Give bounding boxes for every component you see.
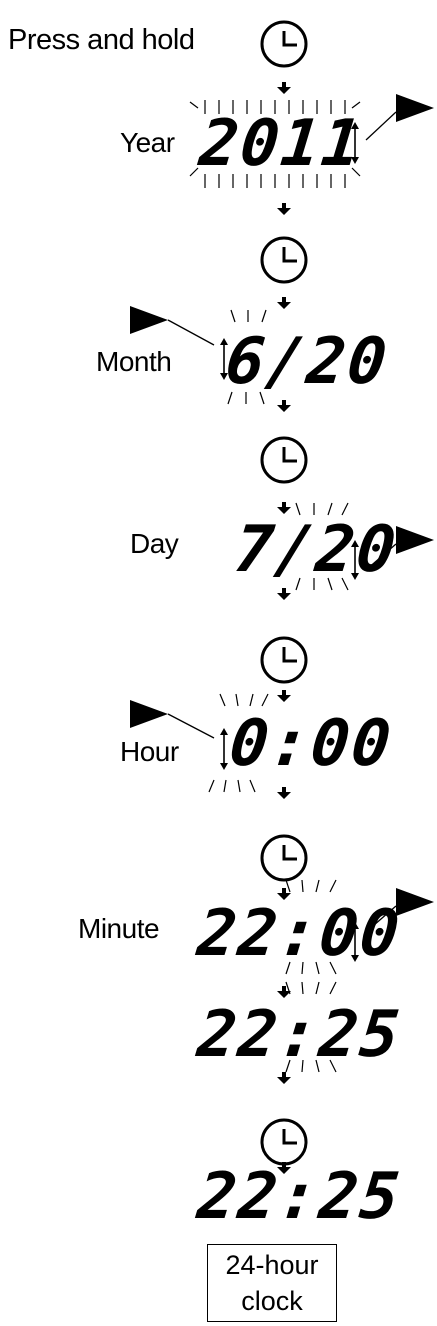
clock-button-icon [260,636,308,684]
blink-mark [301,1059,304,1073]
blink-mark [261,309,267,323]
hour-display: 0:00 [226,707,397,781]
down-arrow-icon [277,1162,291,1174]
up-down-arrow-icon [351,922,359,962]
blink-mark [315,879,320,893]
blink-mark [249,693,254,707]
blink-mark [285,981,291,995]
minute-label: Minute [78,913,160,944]
down-arrow-icon [277,400,291,412]
blink-mark [301,879,304,893]
blink-mark [329,1059,337,1073]
day-label: Day [130,528,179,559]
blink-mark [235,693,239,707]
hour-label: Hour [120,736,179,767]
clock-button-icon [260,1118,308,1166]
up-down-arrow-icon [220,338,228,380]
clock-button-icon [260,236,308,284]
year-display: 2011 [196,107,367,181]
month-display: 6/20 [222,325,393,399]
blink-mark [341,577,349,591]
blink-mark [301,981,304,995]
blink-mark [189,101,199,109]
blink-mark [351,167,361,177]
blink-mark [249,779,256,793]
blink-mark [285,879,291,893]
blink-mark [315,961,320,975]
clock-button-icon [260,834,308,882]
caption-line-1: 24-hour [225,1250,319,1280]
down-arrow-icon [277,82,291,94]
up-down-arrow-icon [220,728,228,770]
blink-mark [351,101,361,109]
blink-mark [208,779,215,793]
caption-line-2: clock [241,1286,303,1316]
blink-mark [327,577,333,591]
play-triangle-icon [130,306,168,334]
blink-mark [329,981,337,995]
play-triangle-icon [396,94,434,122]
blink-mark [223,779,227,793]
blink-mark [219,693,226,707]
down-arrow-icon [277,297,291,309]
clock-button-icon [260,436,308,484]
blink-mark [295,502,301,516]
year-label: Year [120,127,175,158]
down-arrow-icon [277,888,291,900]
down-arrow-icon [277,986,291,998]
down-arrow-icon [277,588,291,600]
month-label: Month [96,346,172,377]
blink-mark [230,309,236,323]
blink-mark [329,879,337,893]
clock-mode-caption: 24-hour clock [207,1244,337,1322]
up-down-arrow-icon [351,122,359,164]
play-triangle-icon [130,700,168,728]
blink-mark [261,693,269,707]
blink-mark [315,1059,320,1073]
blink-mark [341,502,349,516]
blink-mark [315,981,320,995]
clock-button-icon [260,20,308,68]
down-arrow-icon [277,203,291,215]
blink-mark [227,391,233,405]
blink-mark [237,779,241,793]
down-arrow-icon [277,787,291,799]
intro-text: Press and hold [8,24,195,56]
down-arrow-icon [277,690,291,702]
play-triangle-icon [396,888,434,916]
result-display-2: 22:25 [194,1160,405,1234]
play-triangle-icon [396,526,434,554]
blink-mark [259,391,265,405]
blink-mark [329,961,337,975]
up-down-arrow-icon [351,540,359,580]
down-arrow-icon [277,502,291,514]
blink-mark [285,961,291,975]
blink-mark [301,961,304,975]
blink-mark [295,577,301,591]
down-arrow-icon [277,1072,291,1084]
blink-mark [327,502,333,516]
blink-mark [189,167,199,177]
blink-mark [285,1059,291,1073]
result-display-1: 22:25 [194,998,405,1072]
minute-display: 22:00 [194,897,405,971]
day-display: 7/20 [231,513,402,587]
